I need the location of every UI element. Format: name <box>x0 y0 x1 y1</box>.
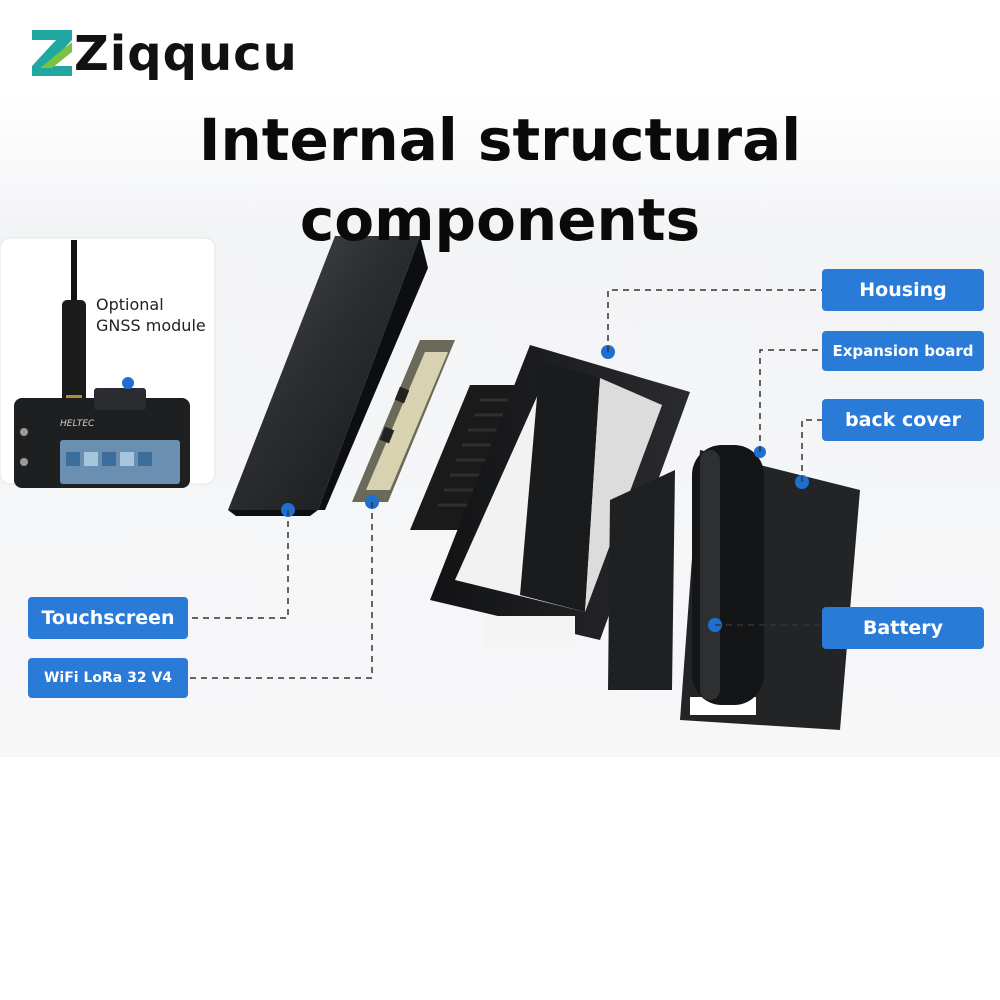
leader-lines <box>188 289 822 679</box>
label-wifi-lora: WiFi LoRa 32 V4 <box>28 658 188 698</box>
gnss-caption-line1: Optional <box>96 295 164 314</box>
label-touchscreen: Touchscreen <box>28 597 188 639</box>
lora-board-illustration <box>352 340 455 509</box>
label-battery: Battery <box>822 607 984 649</box>
device-brand-label: HELTEC <box>60 419 95 429</box>
antenna-connector <box>62 300 86 408</box>
page-title: Internal structural components <box>198 106 802 254</box>
brand-logo-mark <box>32 30 72 76</box>
gnss-inset <box>0 237 216 488</box>
gnss-caption: Optional GNSS module <box>96 294 206 336</box>
label-housing: Housing <box>822 269 984 311</box>
backcover-battery-illustration <box>608 445 860 730</box>
label-back-cover: back cover <box>822 399 984 441</box>
touchscreen-illustration <box>228 236 428 517</box>
gnss-caption-line2: GNSS module <box>96 316 206 335</box>
marker-dot <box>122 377 134 389</box>
gnss-module-block <box>94 388 146 410</box>
brand-name: Ziqqucu <box>74 26 298 82</box>
label-expansion-board: Expansion board <box>822 331 984 371</box>
